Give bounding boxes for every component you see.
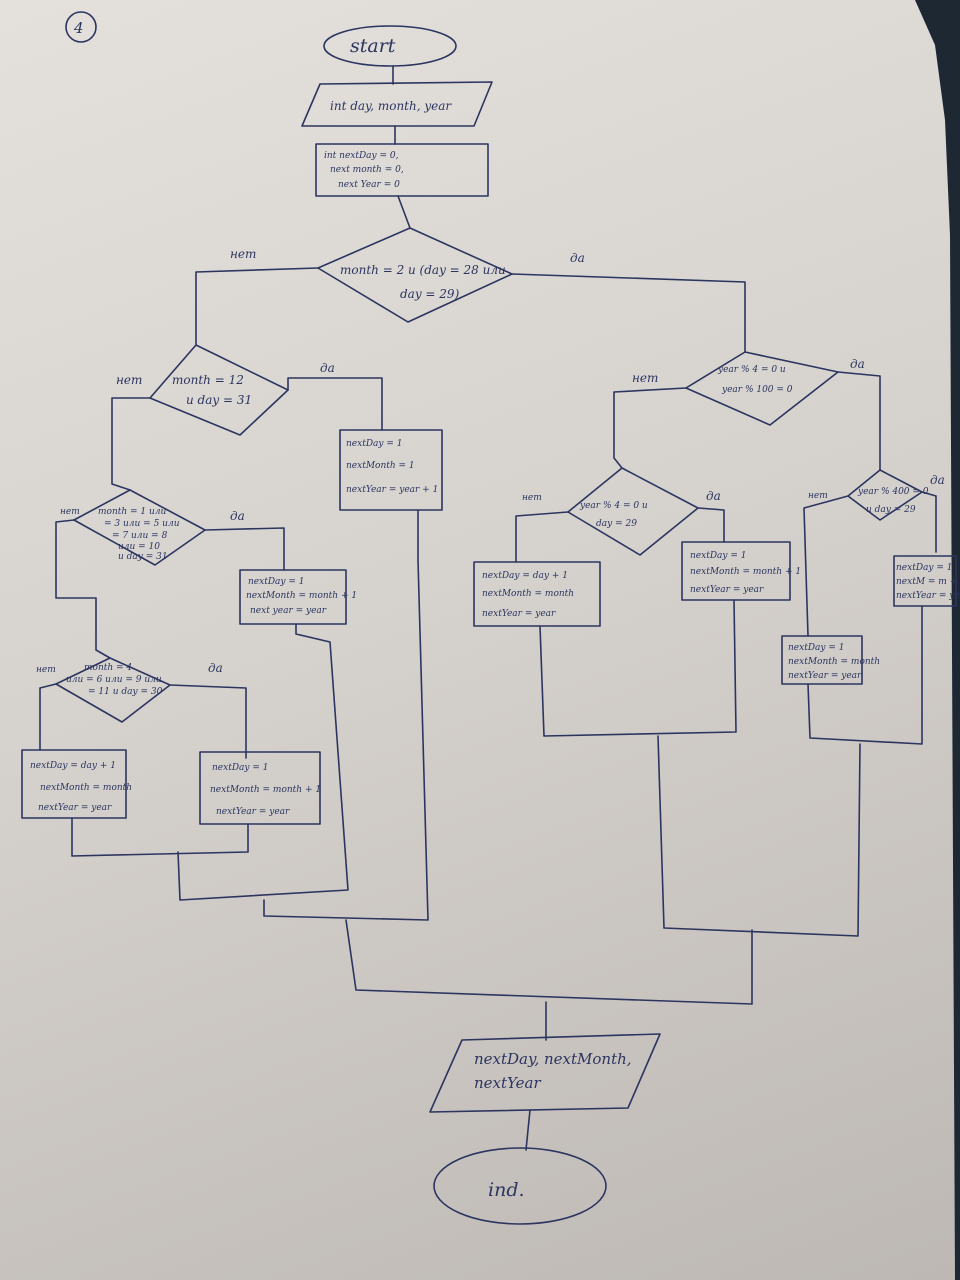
init-label: int nextDay = 0, next month = 0, next Ye… — [324, 151, 407, 190]
d30-no-label: нет — [36, 665, 56, 675]
decision-leap4-label: year % 4 = 0 и day = 29 — [579, 501, 651, 529]
leap400-no-label: нет — [808, 491, 828, 501]
decision-feb-end-label: month = 2 и (day = 28 или day = 29) — [340, 263, 510, 301]
box-leap-yes — [681, 541, 791, 601]
decision-dec31 — [149, 344, 289, 436]
leap400-yes-label: да — [930, 473, 945, 487]
box-400-yes — [893, 555, 957, 607]
century-no-label: нет — [632, 371, 658, 385]
box-leap-no-label: nextDay = day + 1 nextMonth = month next… — [482, 571, 577, 619]
decision-30-days-label: month = 4 или = 6 или = 9 или = 11 и day… — [66, 663, 165, 697]
main-no-label: нет — [230, 247, 256, 261]
d31-no-label: нет — [60, 507, 80, 517]
decision-leap400-label: year % 400 = 0 и day = 29 — [857, 487, 931, 515]
century-yes-label: да — [850, 357, 865, 371]
start-label: start — [350, 35, 396, 57]
decision-century-label: year % 4 = 0 и year % 100 = 0 — [717, 365, 793, 395]
box-leap-no — [473, 561, 601, 627]
decision-feb-end — [317, 227, 513, 323]
input-label: int day, month, year — [330, 99, 452, 113]
start-terminal — [323, 25, 457, 67]
page-number-circle — [65, 11, 97, 43]
box-400-no — [781, 635, 863, 685]
box-30-days — [199, 751, 321, 825]
input-parallelogram — [301, 81, 493, 127]
leap4-yes-label: да — [706, 489, 721, 503]
box-400-no-label: nextDay = 1 nextMonth = month nextYear =… — [788, 643, 883, 681]
box-leap-yes-label: nextDay = 1 nextMonth = month + 1 nextYe… — [690, 551, 804, 595]
box-400-yes-label: nextDay = 1 nextM = m + 1 nextYear = yea… — [896, 563, 960, 601]
end-label: ind. — [488, 1179, 525, 1201]
box-new-year-label: nextDay = 1 nextMonth = 1 nextYear = yea… — [346, 439, 438, 495]
box-default-left — [21, 749, 127, 819]
page-number: 4 — [73, 19, 84, 37]
dec31-no-label: нет — [116, 373, 142, 387]
d31-yes-label: да — [230, 509, 245, 523]
box-31-days-label: nextDay = 1 nextMonth = month + 1 next y… — [246, 577, 360, 616]
d30-yes-label: да — [208, 661, 223, 675]
decision-leap4 — [567, 467, 699, 556]
box-31-days — [239, 569, 347, 625]
leap4-no-label: нет — [522, 493, 542, 503]
decision-century — [685, 351, 839, 426]
init-box — [315, 143, 489, 197]
box-30-days-label: nextDay = 1 nextMonth = month + 1 nextYe… — [210, 763, 324, 817]
decision-dec31-label: month = 12 и day = 31 — [172, 373, 252, 407]
decision-30-days — [55, 657, 171, 723]
decision-31-days — [73, 489, 206, 566]
decision-leap400 — [847, 469, 923, 521]
box-new-year — [339, 429, 443, 511]
box-default-left-label: nextDay = day + 1 nextMonth = month next… — [30, 761, 135, 813]
dec31-yes-label: да — [320, 361, 335, 375]
end-terminal — [433, 1147, 607, 1225]
decision-31-days-label: month = 1 или = 3 или = 5 или = 7 или = … — [98, 507, 182, 562]
output-label: nextDay, nextMonth, nextYear — [474, 1050, 636, 1092]
main-yes-label: да — [570, 251, 585, 265]
desk-edge — [915, 0, 960, 1280]
output-parallelogram — [429, 1033, 661, 1113]
